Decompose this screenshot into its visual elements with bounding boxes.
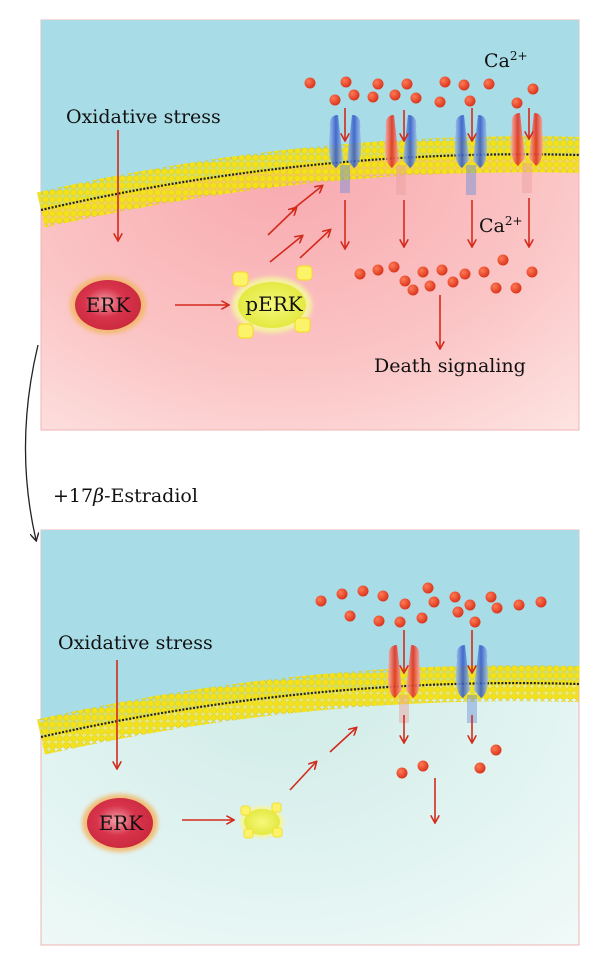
phosphate-group — [294, 317, 311, 333]
top-cell-membrane — [36, 136, 580, 228]
transition-curved-arrow — [24, 344, 38, 540]
estradiol-beta: β — [92, 485, 104, 507]
top-extracellular-space — [41, 20, 579, 210]
top-perk-label: pERK — [245, 292, 303, 316]
phosphate-group — [237, 323, 254, 339]
estradiol-suffix: -Estradiol — [104, 485, 198, 507]
perk-activation-arrow — [269, 236, 302, 263]
estradiol-transition: +17β-Estradiol — [24, 344, 198, 540]
top-intracellular-calcium-ions — [354, 254, 538, 296]
perk-activation-arrow — [329, 728, 356, 753]
top-calcium-channel-2 — [384, 115, 418, 195]
top-panel: Oxidative stress Ca2+ Ca2+ ERK pERK Deat… — [36, 19, 580, 431]
bottom-extracellular-space — [41, 530, 579, 737]
phosphate-group — [243, 828, 254, 839]
phosphate-group — [232, 271, 249, 287]
top-ca-base: Ca — [484, 50, 510, 72]
top-ca-label: Ca2+ — [484, 49, 528, 72]
top-perk-protein — [232, 265, 313, 339]
top-oxidative-stress-label: Oxidative stress — [66, 106, 221, 128]
top-erk-label: ERK — [86, 293, 132, 317]
top-ca-superscript: 2+ — [510, 49, 528, 63]
bottom-calcium-channel-1 — [387, 645, 421, 723]
top-arrows — [118, 108, 529, 348]
top-calcium-channel-3 — [454, 115, 488, 195]
phosphate-group — [296, 265, 313, 281]
bottom-erk-label: ERK — [99, 811, 145, 835]
bottom-intracellular-calcium-ions — [396, 744, 502, 779]
bottom-cell-membrane — [37, 665, 580, 755]
perk-activation-arrow — [267, 208, 296, 236]
phosphate-group — [240, 805, 251, 816]
perk-activation-arrow — [299, 230, 330, 259]
top-calcium-channel-4 — [510, 113, 544, 193]
perk-activation-arrow — [291, 186, 322, 211]
estradiol-label: +17β-Estradiol — [53, 485, 198, 507]
top-erk-protein — [70, 276, 146, 334]
bottom-arrows — [117, 630, 472, 822]
inner-ca-label: Ca2+ — [479, 214, 523, 237]
top-calcium-channel-1 — [328, 115, 362, 193]
bottom-calcium-channel-2 — [455, 645, 489, 723]
phosphate-group — [271, 802, 282, 813]
perk-activation-arrow — [289, 762, 316, 791]
bottom-panel: Oxidative stress ERK — [37, 529, 580, 946]
bottom-extracellular-calcium-ions — [315, 582, 547, 628]
bottom-erk-protein — [82, 794, 158, 852]
phosphate-group — [272, 827, 283, 838]
bottom-perk-protein — [240, 802, 284, 839]
inner-ca-base: Ca — [479, 215, 505, 237]
inner-ca-superscript: 2+ — [505, 214, 523, 228]
top-extracellular-calcium-ions — [304, 76, 539, 109]
estradiol-prefix: +17 — [53, 485, 93, 507]
death-signaling-label: Death signaling — [374, 355, 526, 377]
bottom-oxidative-stress-label: Oxidative stress — [58, 632, 213, 654]
